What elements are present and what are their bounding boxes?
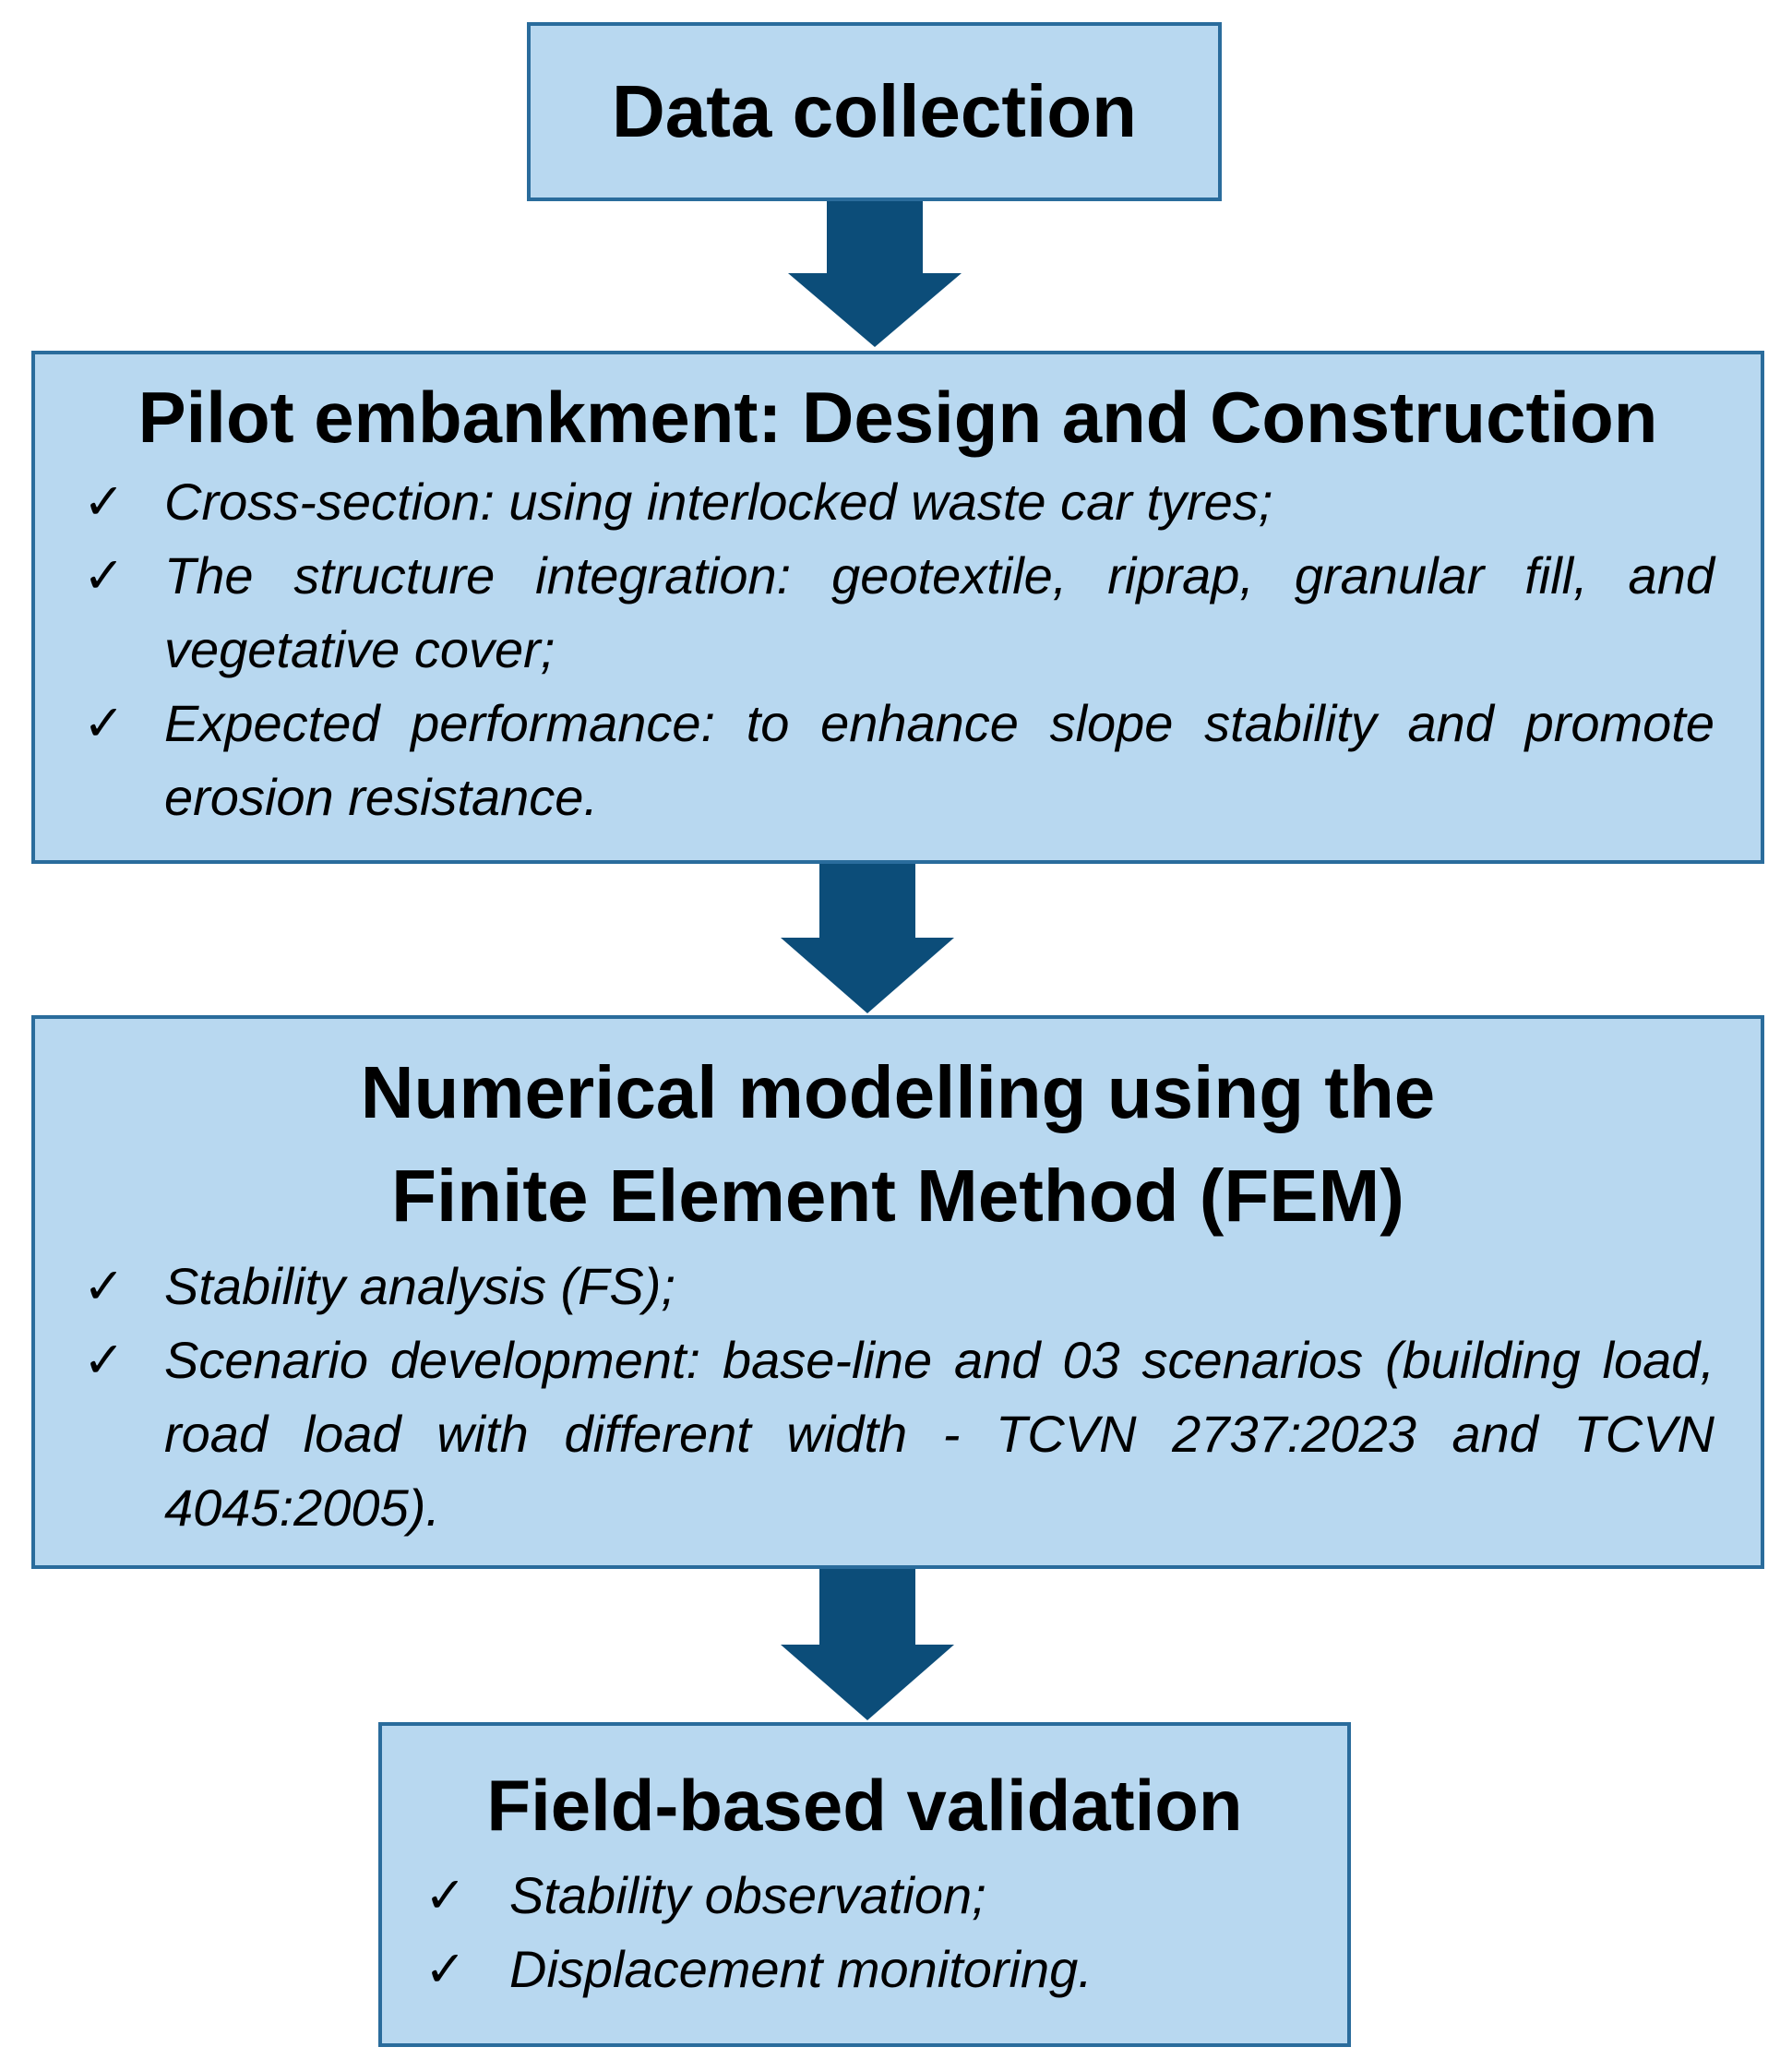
list-item: ✓ Expected performance: to enhance slope…: [35, 687, 1714, 834]
check-icon: ✓: [424, 1865, 467, 1924]
list-item: ✓ Displacement monitoring.: [378, 1933, 1347, 2006]
check-icon: ✓: [83, 1331, 125, 1389]
list-item-text: Stability analysis (FS);: [164, 1257, 675, 1315]
step-numerical-modelling: Numerical modelling using the Finite Ele…: [31, 1015, 1764, 1569]
list-item: ✓ Stability analysis (FS);: [35, 1250, 1714, 1323]
step-data-collection: Data collection: [527, 22, 1222, 201]
step-field-validation: Field-based validation ✓ Stability obser…: [378, 1722, 1351, 2047]
step-title: Data collection: [611, 70, 1138, 152]
step-title: Numerical modelling using the Finite Ele…: [360, 1051, 1436, 1237]
list-item: ✓ Scenario development: base-line and 03…: [35, 1323, 1714, 1545]
list-item-text: Cross-section: using interlocked waste c…: [164, 472, 1273, 531]
list-item-text: Scenario development: base-line and 03 s…: [164, 1331, 1714, 1537]
list-item-text: The structure integration: geotextile, r…: [164, 545, 1714, 678]
list-item: ✓ Cross-section: using interlocked waste…: [35, 465, 1714, 539]
step-pilot-embankment: Pilot embankment: Design and Constructio…: [31, 351, 1764, 864]
list-item-text: Displacement monitoring.: [509, 1939, 1093, 1998]
check-icon: ✓: [83, 693, 125, 752]
list-item-text: Expected performance: to enhance slope s…: [164, 693, 1714, 826]
list-item: ✓ The structure integration: geotextile,…: [35, 539, 1714, 687]
check-icon: ✓: [83, 545, 125, 605]
check-icon: ✓: [83, 472, 125, 531]
down-arrow-icon: [781, 864, 954, 1013]
list-item: ✓ Stability observation;: [378, 1859, 1347, 1933]
down-arrow-icon: [781, 1569, 954, 1720]
step-title: Field-based validation: [486, 1765, 1243, 1846]
step-title: Pilot embankment: Design and Constructio…: [137, 377, 1658, 458]
check-icon: ✓: [83, 1257, 125, 1315]
down-arrow-icon: [788, 201, 962, 347]
check-icon: ✓: [424, 1939, 467, 1998]
list-item-text: Stability observation;: [509, 1865, 986, 1924]
